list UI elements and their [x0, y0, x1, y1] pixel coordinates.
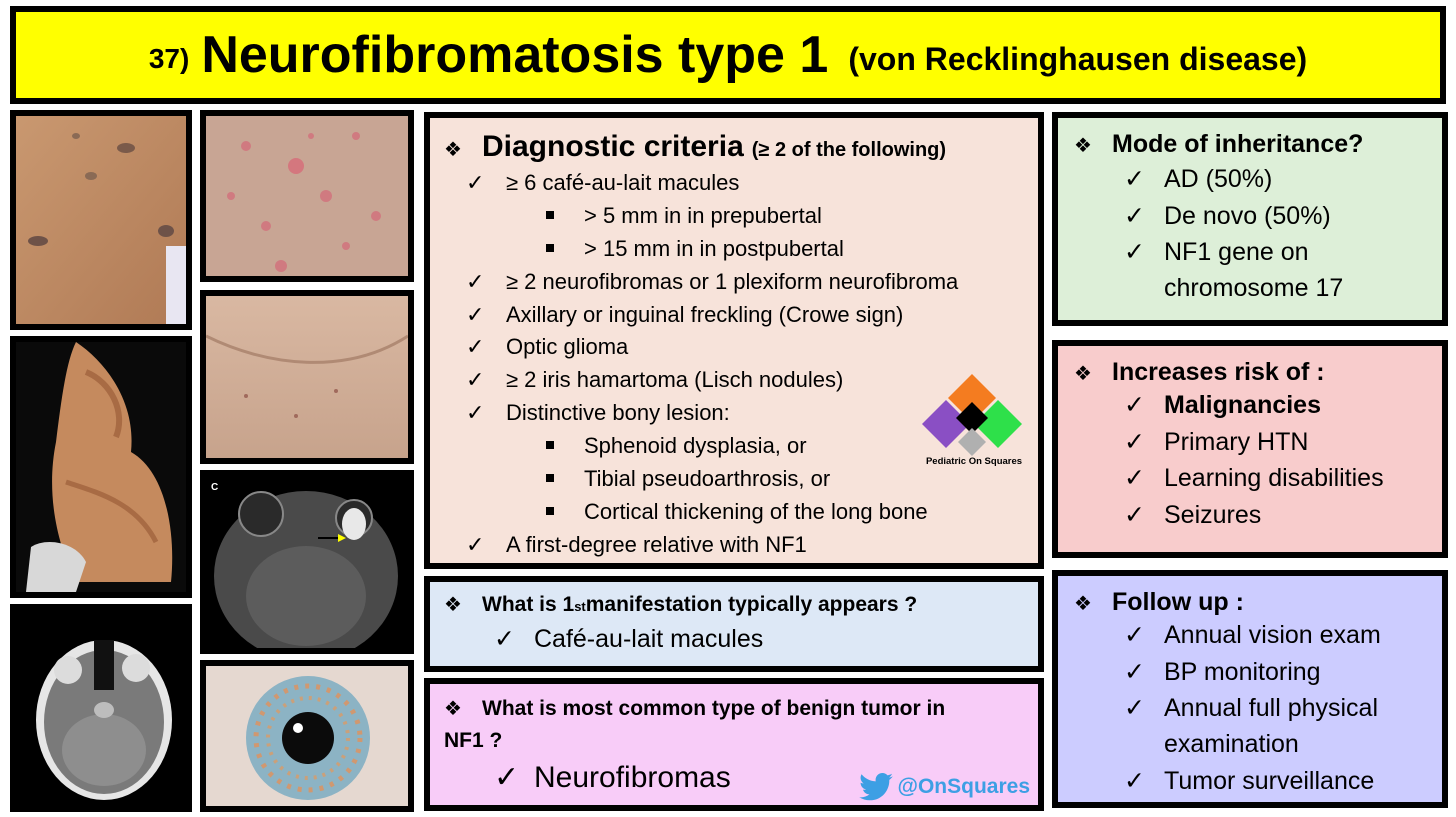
check-icon: ✓	[466, 401, 485, 427]
check-icon: ✓	[466, 269, 485, 295]
criteria-item: ✓Axillary or inguinal freckling (Crowe s…	[466, 301, 904, 328]
criteria-subitem: > 15 mm in in postpubertal	[466, 236, 958, 269]
square-bullet-icon	[546, 210, 554, 219]
risk-panel: ❖ Increases risk of : ✓Malignancies ✓Pri…	[1052, 340, 1448, 558]
twitter-bird-icon	[859, 773, 894, 801]
axillary-freckling-photo	[200, 290, 414, 464]
diamond-bullet-icon: ❖	[1074, 361, 1092, 385]
inheritance-heading: ❖ Mode of inheritance?	[1074, 130, 1364, 158]
inheritance-list: ✓AD (50%) ✓De novo (50%) ✓NF1 gene on ch…	[1124, 164, 1343, 310]
follow-up-item: ✓Tumor surveillance	[1124, 766, 1375, 795]
inheritance-item: ✓De novo (50%)	[1124, 200, 1331, 230]
risk-item: ✓Malignancies	[1124, 390, 1321, 419]
risk-item: ✓Learning disabilities	[1124, 463, 1384, 492]
criteria-subitem: > 5 mm in in prepubertal	[466, 203, 958, 236]
follow-up-list: ✓Annual vision exam ✓BP monitoring ✓Annu…	[1124, 620, 1381, 803]
inheritance-item: ✓AD (50%)	[1124, 164, 1273, 193]
criteria-subitem: Sphenoid dysplasia, or	[466, 433, 958, 466]
benign-tumor-answer: ✓ Neurofibromas	[494, 760, 731, 795]
square-bullet-icon	[546, 243, 554, 252]
mri-panel-label: C	[211, 482, 218, 493]
check-icon: ✓	[1124, 620, 1145, 649]
criteria-subitem: Tibial pseudoarthrosis, or	[466, 466, 958, 499]
criteria-item: ✓≥ 2 iris hamartoma (Lisch nodules)	[466, 367, 844, 394]
check-icon: ✓	[1124, 200, 1145, 230]
criteria-item: ✓≥ 6 café-au-lait macules	[466, 170, 740, 196]
check-icon: ✓	[1124, 766, 1145, 795]
follow-up-item: ✓Annual vision exam	[1124, 620, 1381, 649]
square-bullet-icon	[546, 441, 554, 450]
check-icon: ✓	[1124, 390, 1145, 419]
diamond-bullet-icon: ❖	[444, 137, 462, 161]
risk-item: ✓Seizures	[1124, 499, 1262, 529]
first-manifestation-answer: ✓ Café-au-lait macules	[494, 624, 764, 653]
check-icon: ✓	[1124, 463, 1145, 492]
check-icon: ✓	[1124, 499, 1145, 529]
check-icon: ✓	[494, 624, 515, 653]
back-cafe-au-lait-photo	[10, 110, 192, 330]
title-banner: 37) Neurofibromatosis type 1 (von Reckli…	[10, 6, 1446, 104]
inheritance-panel: ❖ Mode of inheritance? ✓AD (50%) ✓De nov…	[1052, 112, 1448, 326]
follow-up-item: ✓BP monitoring	[1124, 656, 1321, 686]
check-icon: ✓	[1124, 237, 1145, 266]
square-bullet-icon	[546, 474, 554, 483]
ct-scan-image	[10, 604, 192, 812]
square-bullet-icon	[546, 506, 554, 515]
inheritance-item: ✓NF1 gene on	[1124, 237, 1309, 266]
check-icon: ✓	[1124, 656, 1145, 686]
check-icon: ✓	[466, 368, 485, 394]
slide-number: 37)	[148, 43, 190, 74]
diagnostic-criteria-heading: ❖ Diagnostic criteria (≥ 2 of the follow…	[444, 130, 947, 163]
diagnostic-criteria-panel: ❖ Diagnostic criteria (≥ 2 of the follow…	[424, 112, 1044, 569]
diamond-bullet-icon: ❖	[1074, 591, 1092, 615]
check-icon: ✓	[466, 171, 485, 196]
diamond-bullet-icon: ❖	[444, 592, 462, 616]
follow-up-heading: ❖ Follow up :	[1074, 588, 1244, 616]
plexiform-neurofibroma-photo	[10, 336, 192, 598]
lisch-nodules-iris-photo	[200, 660, 414, 812]
page-subtitle: (von Recklinghausen disease)	[848, 40, 1308, 77]
criteria-item: ✓≥ 2 neurofibromas or 1 plexiform neurof…	[466, 268, 959, 295]
diamond-bullet-icon: ❖	[1074, 133, 1092, 157]
diamond-bullet-icon: ❖	[444, 696, 462, 720]
follow-up-item: ✓Annual full physical	[1124, 693, 1379, 722]
check-icon: ✓	[466, 335, 485, 361]
risk-item: ✓Primary HTN	[1124, 426, 1309, 456]
logo-label: Pediatric On Squares	[925, 456, 1023, 467]
check-icon: ✓	[466, 302, 485, 328]
benign-tumor-panel: ❖What is most common type of benign tumo…	[424, 678, 1044, 811]
criteria-subitem: Cortical thickening of the long bone	[466, 499, 958, 532]
benign-tumor-question: ❖What is most common type of benign tumo…	[444, 692, 945, 757]
pediatric-on-squares-logo	[922, 374, 1022, 456]
check-icon: ✓	[1124, 164, 1145, 193]
criteria-item: ✓Distinctive bony lesion:	[466, 400, 730, 427]
inheritance-item-continued: chromosome 17	[1164, 273, 1344, 302]
check-icon: ✓	[1124, 693, 1145, 722]
check-icon: ✓	[494, 760, 520, 795]
twitter-handle[interactable]: @OnSquares	[859, 773, 1030, 801]
mri-optic-glioma-image: C	[200, 470, 414, 654]
risk-list: ✓Malignancies ✓Primary HTN ✓Learning dis…	[1124, 390, 1384, 536]
page-title: Neurofibromatosis type 1	[201, 26, 829, 84]
cutaneous-neurofibromas-photo	[200, 110, 414, 282]
follow-up-panel: ❖ Follow up : ✓Annual vision exam ✓BP mo…	[1052, 570, 1448, 808]
criteria-item: ✓Optic glioma	[466, 334, 629, 361]
follow-up-item-continued: examination	[1164, 729, 1299, 758]
risk-heading: ❖ Increases risk of :	[1074, 358, 1325, 386]
diagnostic-criteria-list: ✓≥ 6 café-au-lait macules > 5 mm in in p…	[466, 170, 958, 565]
check-icon: ✓	[1124, 426, 1145, 456]
check-icon: ✓	[466, 532, 485, 558]
criteria-item: ✓A first-degree relative with NF1	[466, 531, 807, 558]
